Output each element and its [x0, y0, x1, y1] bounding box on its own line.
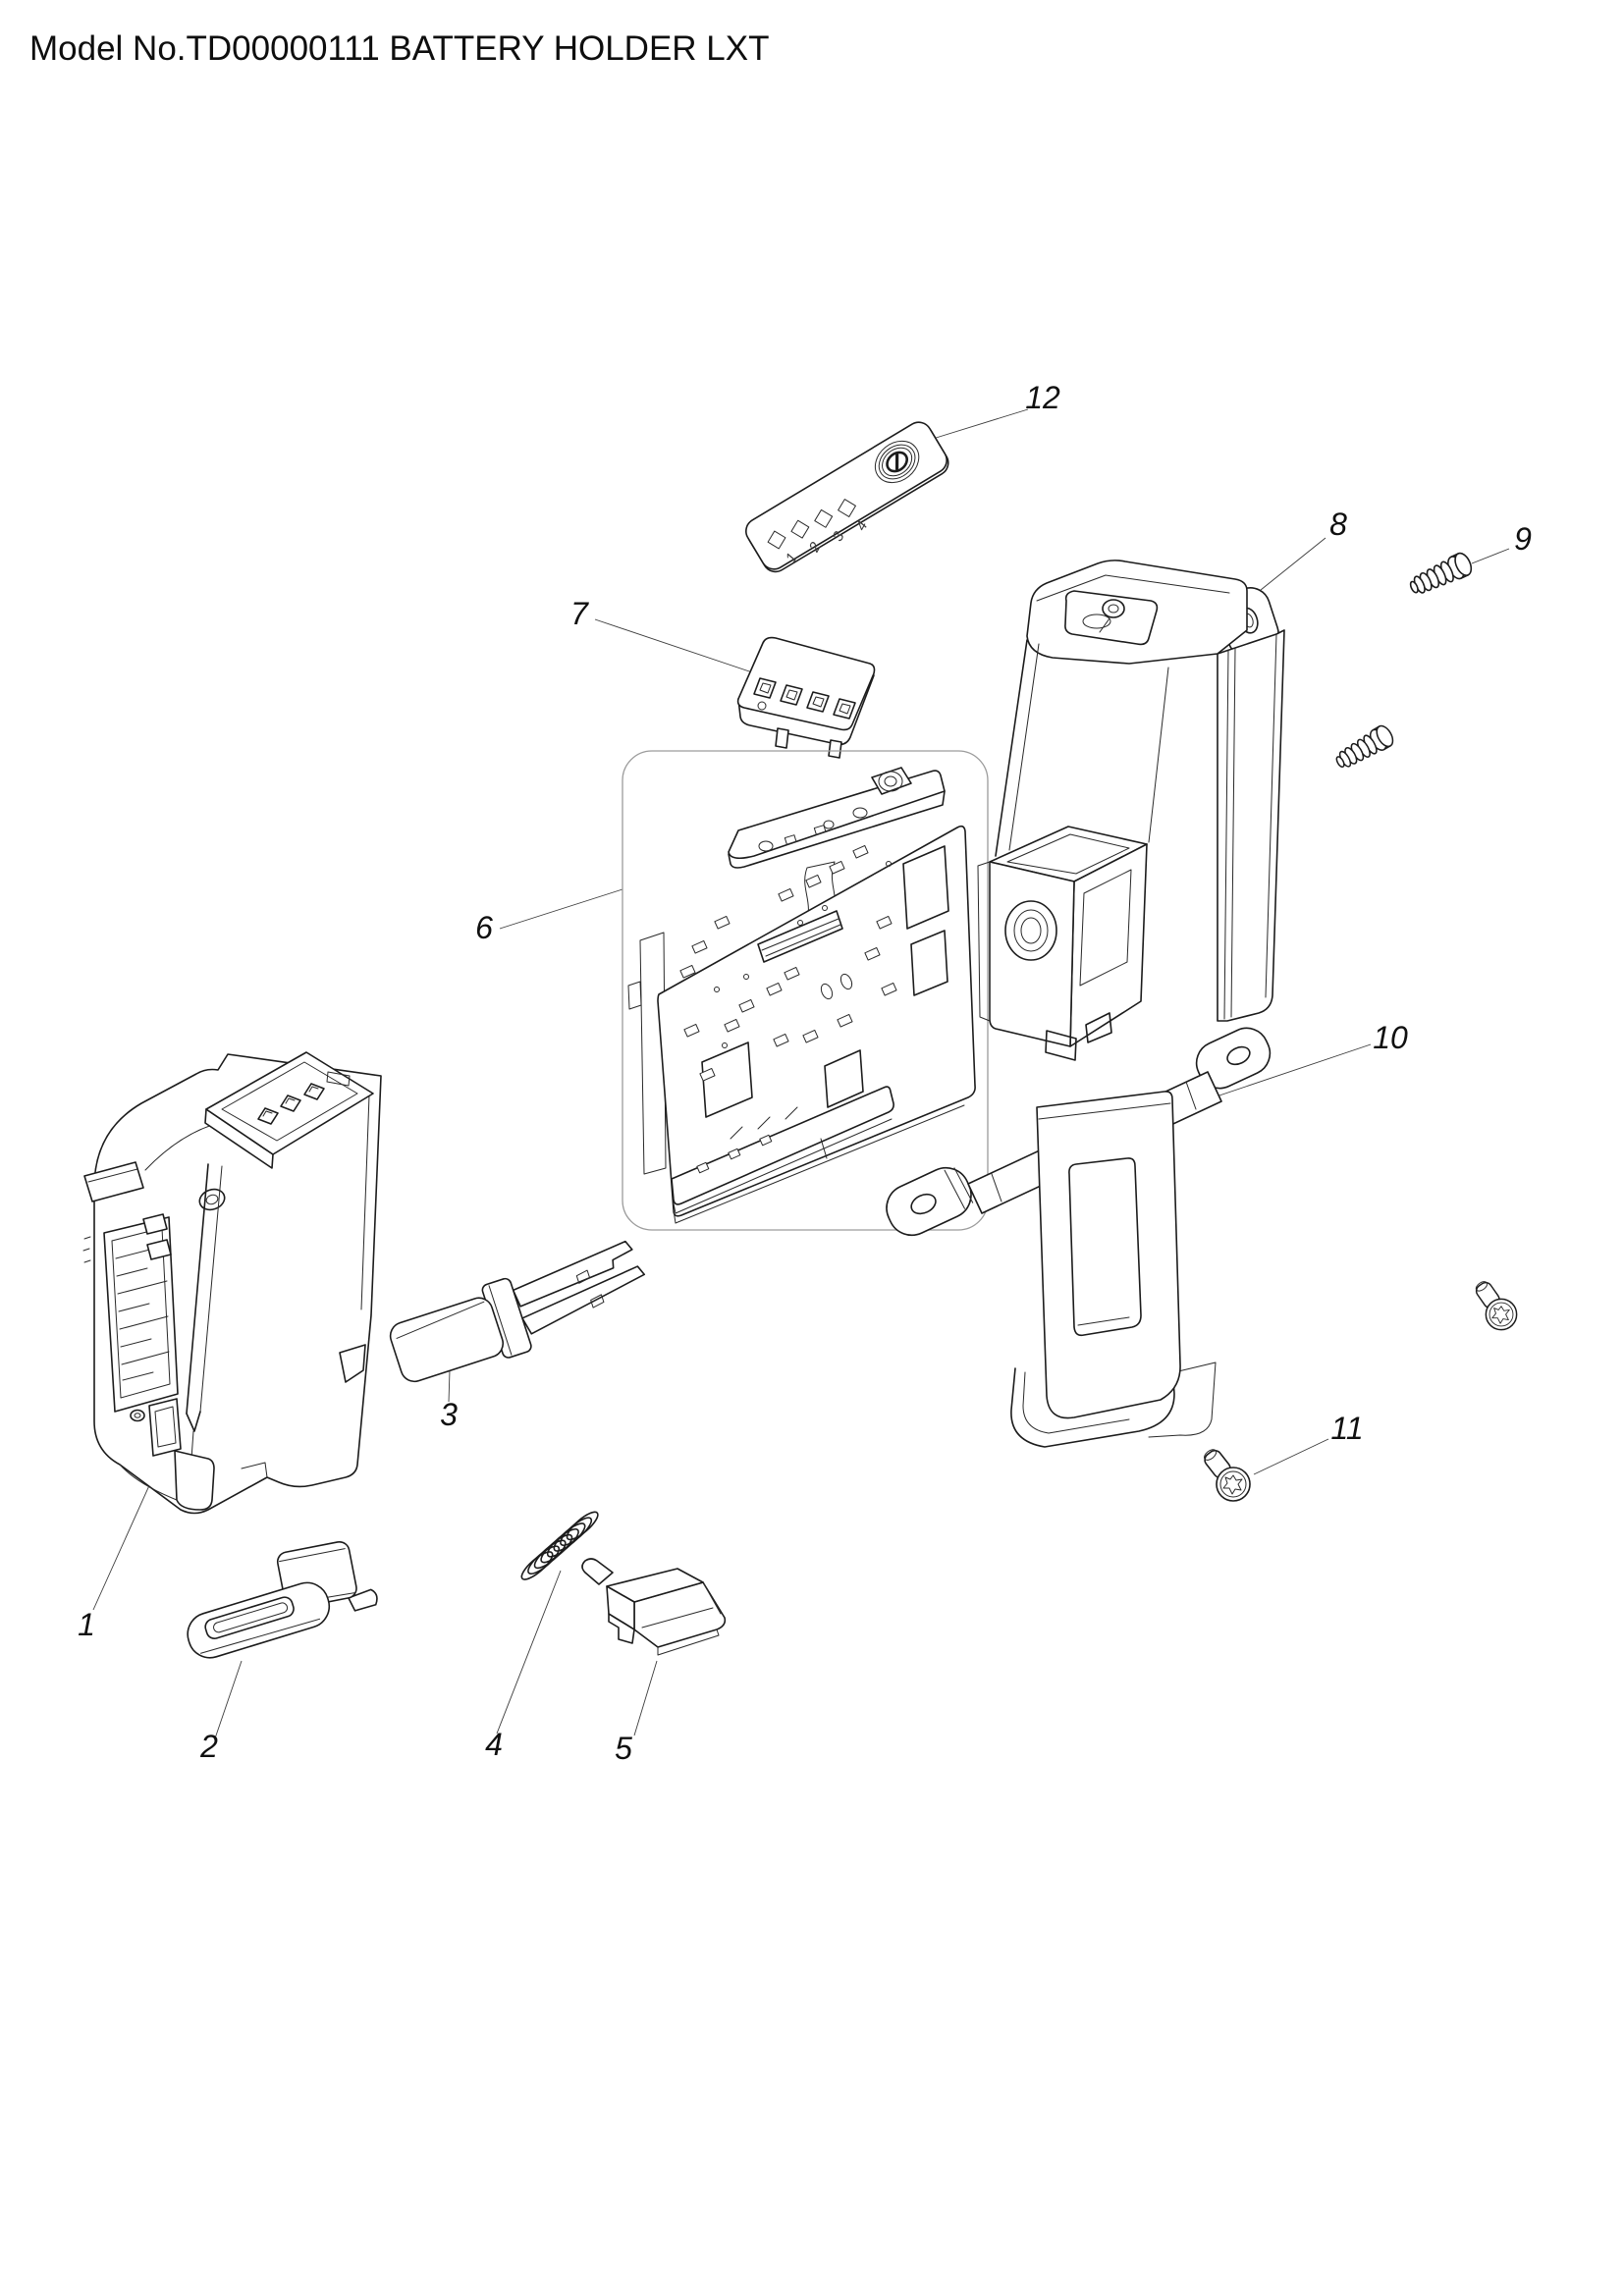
led-number-4: 4	[852, 518, 871, 534]
part-9-screw-a	[1409, 552, 1473, 594]
callout-11: 11	[1330, 1411, 1363, 1446]
callout-10: 10	[1373, 1020, 1408, 1055]
page-title: Model No.TD00000111 BATTERY HOLDER LXT	[29, 29, 770, 68]
part-3-lock-slider	[389, 1240, 646, 1383]
callout-8: 8	[1329, 507, 1347, 542]
callout-9: 9	[1514, 521, 1532, 557]
part-9-screw-b	[1335, 724, 1394, 768]
part-7-switch-pad	[736, 636, 876, 759]
part-12-indicator-label: 1 2 3 4	[745, 421, 949, 573]
part-5-push-button	[581, 1558, 727, 1656]
part-6-boundary-box	[622, 750, 989, 1231]
part-10-hanger-bracket	[886, 1027, 1272, 1448]
part-4-spring	[520, 1511, 599, 1580]
callouts: 1 2 3 4 5 6 7 8 9 10 11 12	[78, 380, 1532, 1766]
callout-4: 4	[485, 1727, 503, 1762]
part-8-rear-cover	[977, 560, 1285, 1061]
part-2-latch	[187, 1540, 378, 1659]
callout-7: 7	[570, 596, 589, 631]
led-scale-squares	[767, 499, 856, 550]
callout-3: 3	[440, 1397, 458, 1432]
callout-2: 2	[199, 1729, 218, 1764]
callout-5: 5	[615, 1731, 632, 1766]
power-symbol-icon	[874, 440, 920, 484]
callout-12: 12	[1025, 380, 1060, 415]
spare-screw	[1475, 1281, 1518, 1331]
part-1-holder-housing	[82, 1051, 382, 1515]
callout-6: 6	[475, 910, 493, 945]
callout-1: 1	[78, 1607, 95, 1642]
part-11-machine-screw	[1204, 1449, 1251, 1502]
part-6-circuit-assembly	[622, 750, 989, 1231]
